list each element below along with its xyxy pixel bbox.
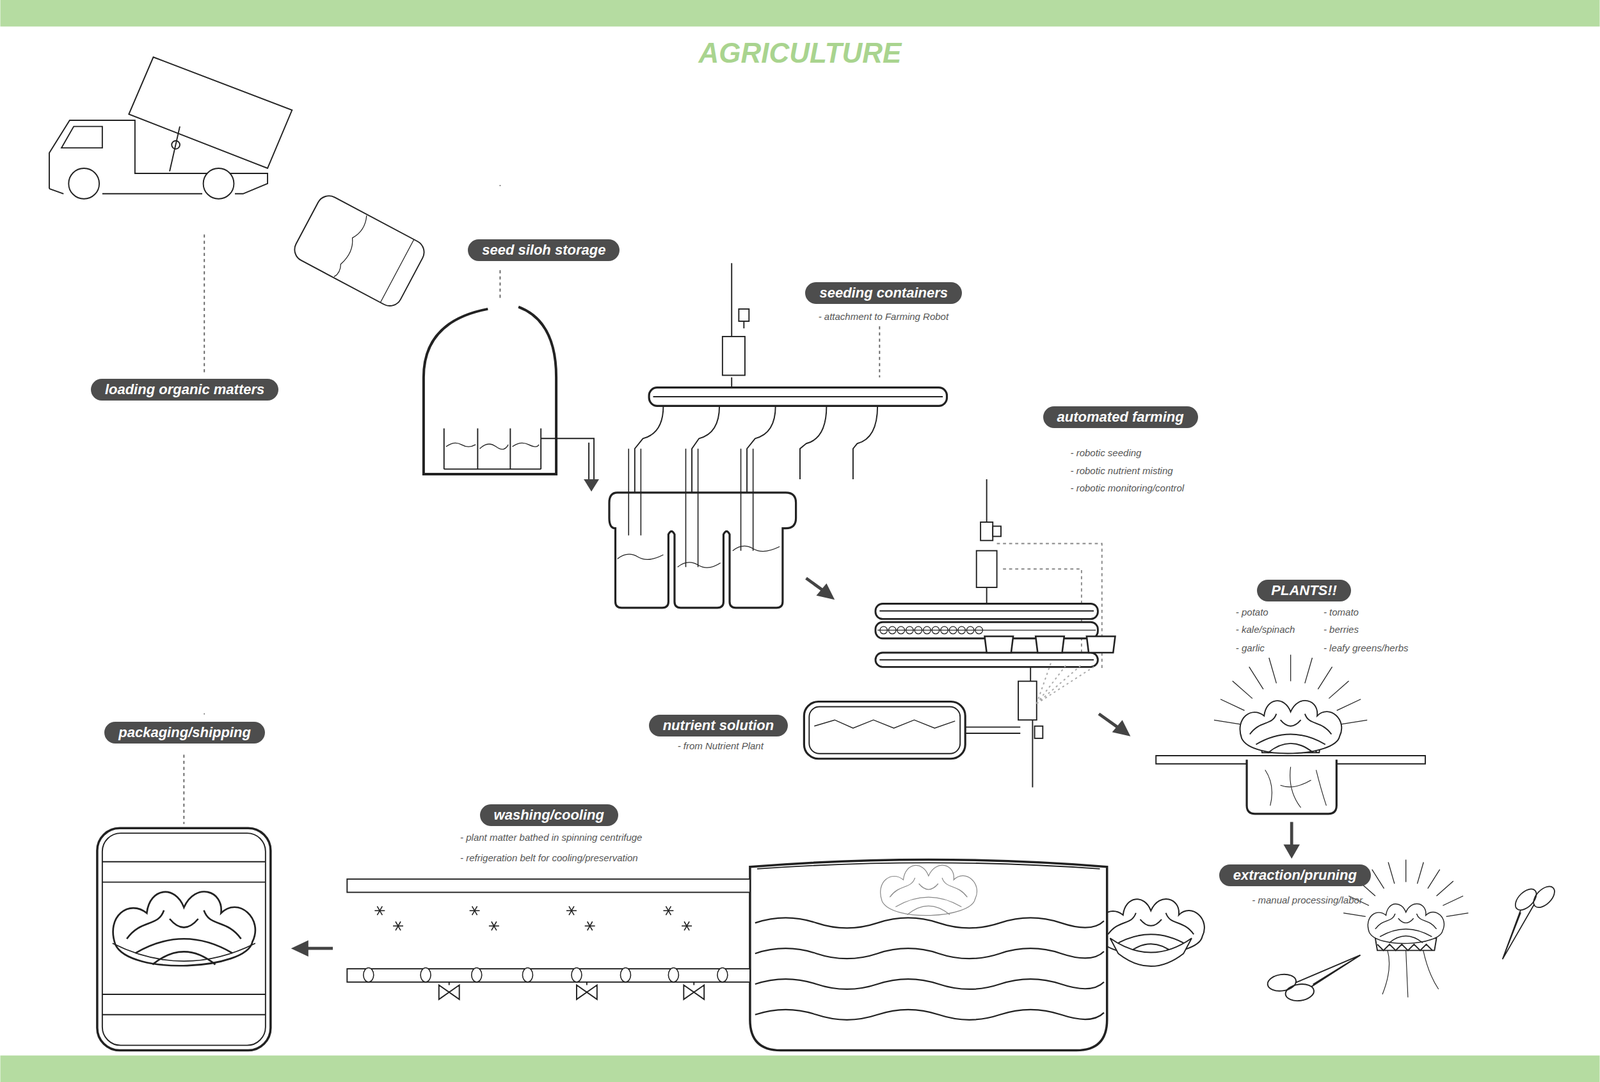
detail-stroke [668,967,679,982]
detail-stroke [1304,657,1313,684]
stage-note: - tomato [1323,606,1359,618]
detail-stroke [1388,862,1395,884]
detail-stroke [568,906,575,916]
detail-stroke [1317,666,1332,690]
stage-label: loading organic matters [104,380,265,399]
stage-note: - kale/spinach [1235,624,1296,635]
detail-stroke [568,906,575,916]
diagram-title: AGRICULTURE [698,37,902,70]
label-pill: seed siloh storage [467,239,620,262]
stage-note: - potato [1235,606,1269,618]
detail-stroke [684,921,690,931]
detail-stroke [1343,913,1366,917]
detail-stroke [931,626,939,634]
detail-stroke [491,921,497,931]
label-pill: washing/cooling- plant matter bathed in … [480,804,619,827]
detail-stroke [1442,896,1464,906]
detail-stroke [587,921,593,931]
detail-stroke [620,967,631,982]
stage-label: packaging/shipping [118,723,251,742]
detail-stroke [940,626,948,634]
detail-stroke [1372,869,1385,889]
stage-label: PLANTS!! [1271,581,1337,600]
stage-label: automated farming [1057,408,1184,427]
detail-stroke [1336,699,1361,712]
detail-stroke [1328,680,1349,699]
detail-stroke [1232,680,1253,699]
detail-stroke [914,626,922,634]
detail-stroke [491,921,497,931]
detail-stroke [958,626,966,634]
detail-stroke [472,906,478,916]
stage-label: washing/cooling [494,806,605,825]
stage-note: - leafy greens/herbs [1323,642,1409,654]
stage-note: - from Nutrient Plant [677,740,764,752]
detail-stroke [1269,657,1277,684]
stage-label: extraction/pruning [1233,866,1357,885]
stage-note: - robotic seeding [1070,447,1142,459]
label-pill: packaging/shipping [104,721,265,744]
label-pill: loading organic matters [90,378,279,401]
stage-note: - manual processing/labor [1251,894,1363,906]
detail-stroke [587,921,593,931]
stage-label: nutrient solution [663,716,775,735]
label-pill: extraction/pruning- manual processing/la… [1219,864,1371,887]
stage-note: - refrigeration belt for cooling/preserv… [460,852,639,864]
detail-stroke [1427,869,1440,889]
detail-stroke [665,906,671,916]
detail-stroke [1340,720,1368,724]
detail-stroke [1405,860,1407,883]
detail-stroke [1249,666,1264,690]
stage-label: seeding containers [819,284,948,303]
detail-stroke [880,626,888,634]
detail-stroke [1446,913,1469,917]
label-pill: automated farming- robotic seeding- robo… [1043,406,1199,429]
detail-stroke [1220,699,1245,712]
detail-stroke [363,967,374,982]
detail-stroke [1416,862,1424,884]
stage-note: - robotic nutrient misting [1070,465,1174,477]
stage-note: - attachment to Farming Robot [818,311,949,322]
detail-stroke [395,921,401,931]
detail-stroke [571,967,582,982]
detail-stroke [897,626,905,634]
detail-stroke [1436,881,1454,896]
detail-stroke [949,626,957,634]
detail-stroke [376,906,383,916]
detail-stroke [665,906,671,916]
detail-stroke [1290,654,1291,681]
detail-stroke [966,626,974,634]
detail-stroke [395,921,401,931]
stage-label: seed siloh storage [481,241,606,260]
label-pill: nutrient solution- from Nutrient Plant [648,714,789,737]
stage-note: - berries [1323,624,1359,635]
stage-note: - plant matter bathed in spinning centri… [460,832,642,843]
detail-stroke [420,967,431,982]
detail-stroke [717,967,728,982]
detail-stroke [471,967,482,982]
stage-note: - garlic [1235,642,1265,654]
detail-stroke [1214,720,1241,724]
detail-stroke [522,967,533,982]
detail-stroke [975,626,983,634]
label-pill: PLANTS!!- potato- kale/spinach- garlic- … [1256,579,1352,602]
label-pill: seeding containers- attachment to Farmin… [805,282,962,304]
detail-stroke [376,906,383,916]
detail-stroke [472,906,478,916]
detail-stroke [923,626,931,634]
detail-stroke [888,626,896,634]
detail-stroke [906,626,914,634]
detail-stroke [684,921,690,931]
stage-note: - robotic monitoring/control [1070,482,1185,494]
